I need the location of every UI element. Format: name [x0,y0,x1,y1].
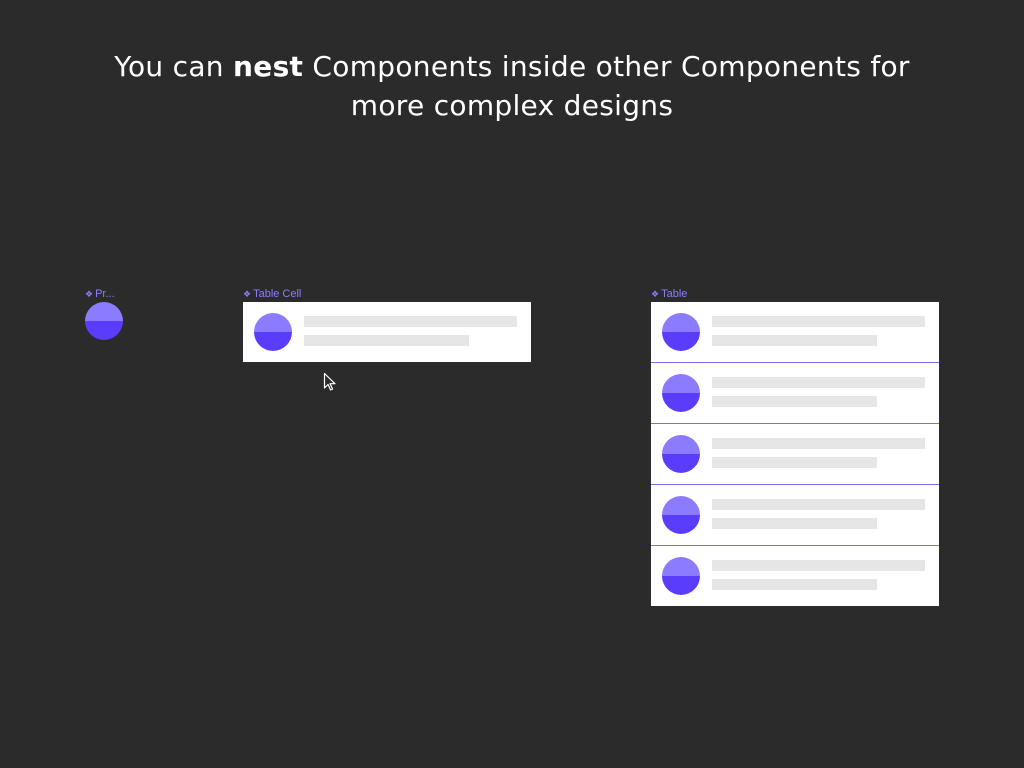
table-row-subtitle-placeholder [712,457,877,468]
pointer-cursor-icon [323,372,336,391]
table-row[interactable] [651,546,939,606]
table-cell-label-text: Table Cell [253,288,302,300]
table-component[interactable] [651,302,939,606]
component-diamond-icon: ❖ [651,289,660,299]
component-diamond-icon: ❖ [243,289,252,299]
table-row-avatar [662,374,700,412]
table-row[interactable] [651,302,939,362]
headline-suffix: Components inside other Components for [303,50,910,83]
table-row[interactable] [651,363,939,423]
table-row-divider [651,423,939,424]
headline: You can nest Components inside other Com… [0,47,1024,125]
table-row-divider [651,545,939,546]
headline-line-1: You can nest Components inside other Com… [0,47,1024,86]
table-row-avatar [662,496,700,534]
table-cell-subtitle-placeholder [304,335,469,346]
headline-bold: nest [233,50,304,83]
table-row-subtitle-placeholder [712,396,877,407]
headline-line-2: more complex designs [350,89,674,122]
table-row-subtitle-placeholder [712,335,877,346]
table-row-subtitle-placeholder [712,579,877,590]
table-row-title-placeholder [712,499,925,510]
table-label-text: Table [661,288,688,300]
primitive-component-label[interactable]: ❖Pr... [85,288,115,300]
table-cell-component-label[interactable]: ❖Table Cell [243,288,301,300]
table-row[interactable] [651,485,939,545]
primitive-label-text: Pr... [95,288,115,300]
primitive-avatar[interactable] [85,302,123,340]
table-row-divider [651,484,939,485]
table-component-label[interactable]: ❖Table [651,288,687,300]
table-row-avatar [662,435,700,473]
table-row-avatar [662,313,700,351]
table-row-title-placeholder [712,316,925,327]
table-row-divider [651,362,939,363]
table-row-avatar [662,557,700,595]
table-cell-avatar [254,313,292,351]
table-row-title-placeholder [712,377,925,388]
table-row-title-placeholder [712,560,925,571]
table-row[interactable] [651,424,939,484]
component-diamond-icon: ❖ [85,289,94,299]
table-row-title-placeholder [712,438,925,449]
headline-prefix: You can [114,50,234,83]
table-cell-component[interactable] [243,302,531,362]
table-cell-title-placeholder [304,316,517,327]
table-row-subtitle-placeholder [712,518,877,529]
